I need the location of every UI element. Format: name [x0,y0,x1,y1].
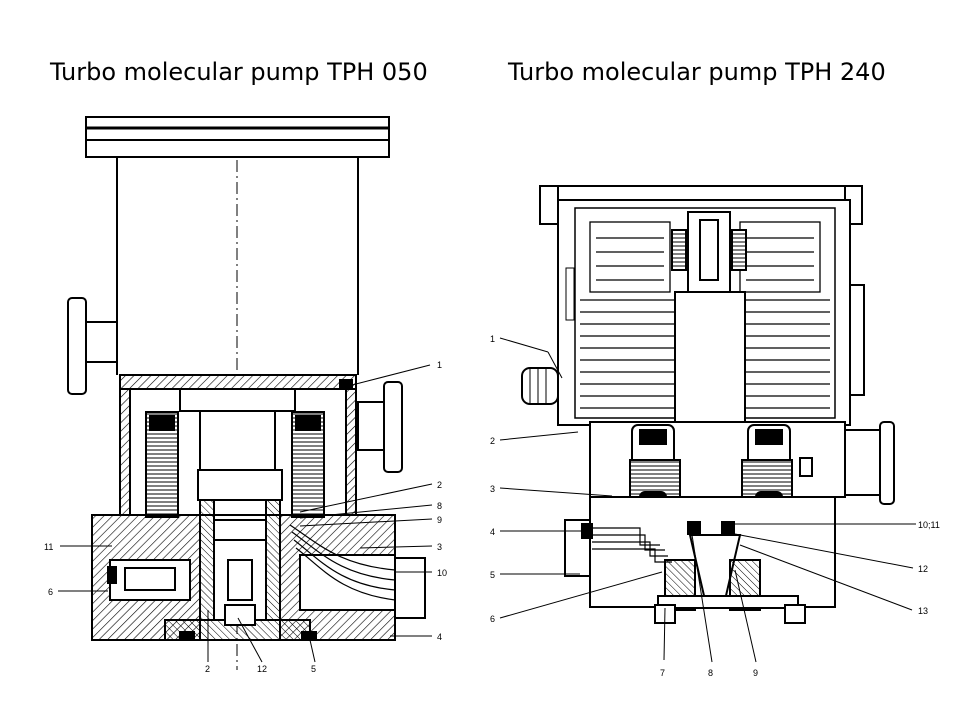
left-callout-10: 10 [437,568,447,578]
right-diagram-title: Turbo molecular pump TPH 240 [508,58,886,86]
right-callout-7: 7 [660,668,665,678]
left-diagram-title: Turbo molecular pump TPH 050 [50,58,428,86]
left-callout-11: 11 [44,542,53,552]
left-callout-6: 6 [48,587,53,597]
left-callout-9: 9 [437,515,442,525]
left-callout-2: 2 [437,480,442,490]
right-callout-4: 4 [490,527,495,537]
left-callout-12: 12 [257,664,267,674]
left-callout-3: 3 [437,542,442,552]
right-callout-6: 6 [490,614,495,624]
left-callout-2-bottom: 2 [205,664,210,674]
left-callout-8: 8 [437,501,442,511]
right-callout-5: 5 [490,570,495,580]
right-callout-8: 8 [708,668,713,678]
right-callout-1: 1 [490,334,495,344]
right-callout-2: 2 [490,436,495,446]
left-callout-4: 4 [437,632,442,642]
right-callout-10-11: 10;11 [918,520,940,530]
right-callout-12: 12 [918,564,928,574]
right-callout-9: 9 [753,668,758,678]
right-callout-13: 13 [918,606,928,616]
right-callout-3: 3 [490,484,495,494]
left-callout-1: 1 [437,360,442,370]
left-callout-5: 5 [311,664,316,674]
